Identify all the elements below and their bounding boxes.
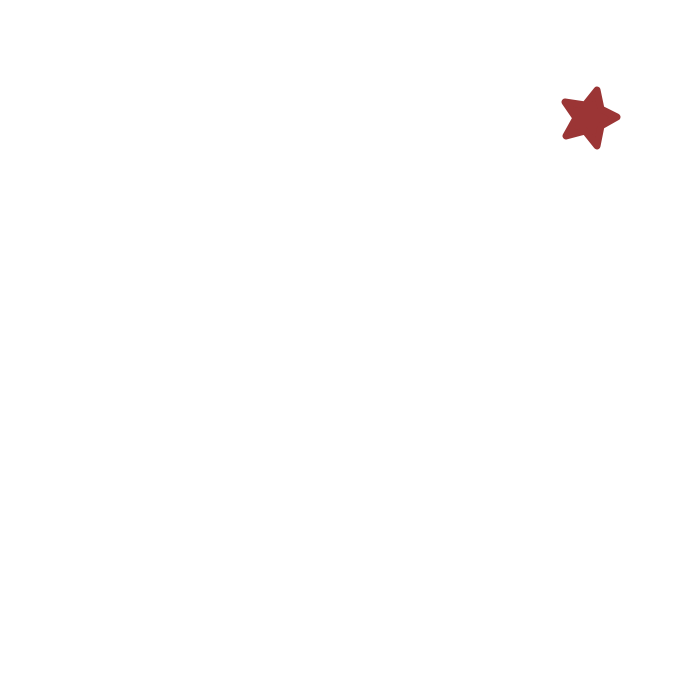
star-icon [561,86,621,150]
